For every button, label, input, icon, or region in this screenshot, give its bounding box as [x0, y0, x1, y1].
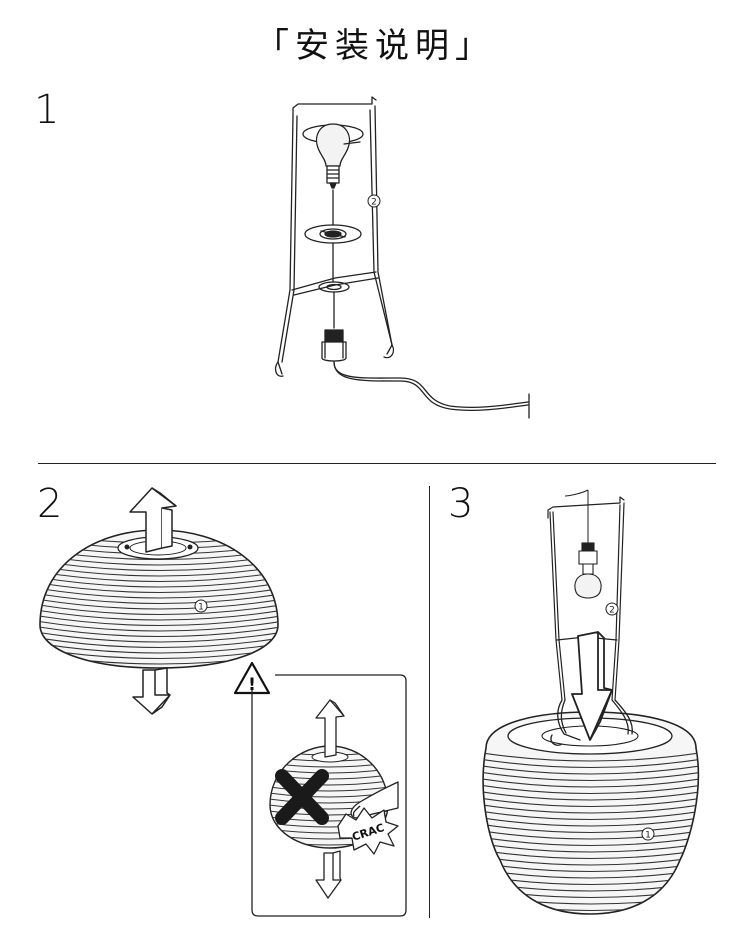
shade-rib [40, 602, 278, 616]
callout-shade-step3: 1 [641, 827, 655, 841]
socket-icon [321, 329, 347, 362]
ring-nut [304, 224, 362, 244]
shade-rib [40, 619, 278, 632]
shade-rib [483, 783, 699, 795]
shade-rib [40, 564, 278, 577]
shade-rib [40, 641, 278, 654]
shade-rib [483, 842, 699, 853]
callout-frame-label: 2 [371, 198, 377, 208]
bulb-icon [315, 123, 361, 189]
shade-rib [483, 816, 699, 827]
callout-shade-step2: 1 [194, 599, 208, 613]
shade-rib [40, 591, 278, 605]
crack-sound-badge: CRAC [337, 807, 399, 855]
shade-rib [483, 835, 699, 847]
callout-frame: 2 [367, 194, 381, 208]
vertical-divider [429, 486, 430, 918]
shade-rib [270, 785, 388, 792]
shade-rib [483, 848, 699, 860]
shade-rib [483, 803, 699, 814]
shade-rib [483, 829, 699, 840]
shade-rib [40, 608, 278, 621]
shade-rib [483, 757, 699, 769]
shade-rib [40, 597, 278, 610]
shade-rib [40, 635, 278, 649]
shade-bowl [482, 711, 700, 915]
title-text: 安装说明 [295, 26, 455, 66]
callout-frame-label-step3: 2 [609, 606, 615, 616]
shade-rib [270, 779, 388, 786]
horizontal-divider [38, 463, 716, 464]
step-3-number: 3 [448, 481, 474, 527]
callout-frame-step3: 2 [605, 602, 619, 616]
shade-rib [483, 770, 699, 782]
shade-rib [40, 586, 278, 599]
page-title: 「安装说明」 [0, 18, 750, 67]
callout-shade-label-step3: 1 [645, 831, 651, 841]
shade-rib [40, 575, 278, 588]
wrong-cross-icon [275, 769, 329, 825]
shade-rib [40, 580, 278, 594]
shade-rib [483, 796, 699, 808]
small-up-arrow-icon [315, 699, 345, 758]
shade-rib [483, 913, 699, 914]
shade-rib [483, 809, 699, 821]
shade-rib [40, 624, 278, 638]
shade-rib [40, 613, 278, 627]
title-close-bracket: 」 [455, 26, 495, 66]
warning-inset-box [251, 674, 407, 917]
push-down-arrow-icon [132, 667, 171, 715]
shade-rib [483, 764, 699, 775]
lift-up-arrow-icon [129, 487, 177, 553]
shade-rib [483, 790, 699, 801]
shade-rib [40, 569, 278, 583]
wire-frame [274, 96, 395, 377]
callout-shade-label: 1 [198, 603, 204, 613]
step-1-number: 1 [34, 87, 60, 133]
insert-down-arrow-icon [571, 631, 613, 741]
shade-rib [483, 855, 699, 866]
shade-rib [483, 777, 699, 788]
shade-rib [40, 630, 278, 643]
step-2-number: 2 [37, 481, 63, 527]
shade-rib [483, 822, 699, 834]
frame-legs [550, 699, 633, 746]
warning-symbol: ! [248, 675, 256, 695]
cable [333, 361, 529, 408]
shade-rib [483, 751, 699, 762]
step3-bulb-icon [574, 542, 602, 599]
small-down-arrow-icon [315, 850, 342, 899]
title-open-bracket: 「 [255, 26, 295, 66]
